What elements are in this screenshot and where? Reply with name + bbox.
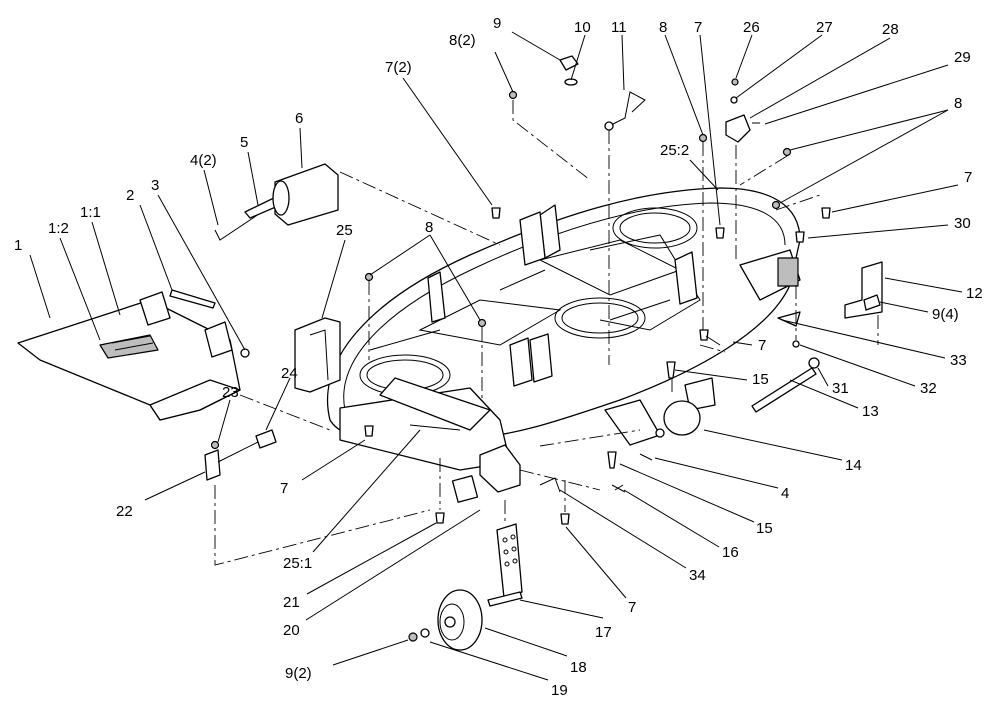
flange-nut-b [698,133,708,143]
deck-lift-rod [604,91,646,129]
callout-19: 19 [551,682,568,699]
callout-25: 25 [336,222,353,239]
caster-wheel-assembly [408,523,523,651]
front-hitch-bracket [479,444,561,493]
small-bolt [792,340,800,348]
callout-29: 29 [954,49,971,66]
flange-nut-c [782,147,792,157]
callout-30: 30 [954,215,971,232]
callout-16: 16 [722,544,739,561]
callout-13: 13 [862,403,879,420]
callout-33: 33 [950,352,967,369]
callout-4: 4 [781,485,789,502]
callout-15-lower: 15 [756,520,773,537]
callout-3: 3 [151,177,159,194]
callout-10: 10 [574,19,591,36]
hex-bolt-f [364,425,374,437]
hex-bolt-g [435,512,445,524]
flange-nut-a [508,90,518,100]
callout-2: 2 [126,187,134,204]
assembly-center-lines [214,100,879,566]
callout-8-2: 8(2) [449,32,476,49]
roller-shaft-assembly [214,163,339,241]
flange-nut-e [364,272,374,282]
callout-18: 18 [570,659,587,676]
hex-bolt-h [560,513,570,525]
callout-25-1: 25:1 [283,555,312,572]
callout-12: 12 [966,285,983,302]
carriage-bolt [666,361,676,379]
callout-5: 5 [240,134,248,151]
callout-14: 14 [845,457,862,474]
callout-21: 21 [283,594,300,611]
shield-nut [240,348,250,358]
shield-mount-bracket [204,429,277,481]
callout-20: 20 [283,622,300,639]
deck-mount-brackets [427,204,698,387]
callout-4-2: 4(2) [190,152,217,169]
hex-bolt-d [795,231,805,243]
anti-scalp-roller [604,377,716,446]
callout-7-mid-right: 7 [758,337,766,354]
callout-24: 24 [281,365,298,382]
callout-1-2: 1:2 [48,220,69,237]
right-mount-bracket [844,261,883,319]
callout-34: 34 [689,567,706,584]
discharge-shield [17,291,241,421]
callout-1: 1 [14,237,22,254]
callout-6: 6 [295,110,303,127]
callout-31: 31 [832,380,849,397]
callout-26: 26 [743,19,760,36]
top-nut [559,55,579,71]
front-baffle-assembly [339,377,511,503]
leader-lines [29,31,963,681]
small-washer [730,96,738,104]
callout-9-2: 9(2) [285,665,312,682]
callout-1-1: 1:1 [80,204,101,221]
callout-8-top: 8 [659,19,667,36]
callout-7-right: 7 [964,169,972,186]
callout-7-left: 7 [280,480,288,497]
callout-27: 27 [816,19,833,36]
callout-8-right: 8 [954,95,962,112]
callout-7-2: 7(2) [385,59,412,76]
hex-bolt-a [491,207,501,219]
deck-right-side-plate [739,249,801,301]
callout-28: 28 [882,21,899,38]
callout-23: 23 [222,384,239,401]
callout-15-upper: 15 [752,371,769,388]
elbow-fitting [725,114,751,143]
hex-bolt-b [715,227,725,239]
flange-nut-d [771,200,781,210]
callout-9-4: 9(4) [932,306,959,323]
shield-hinge-rod [169,289,216,309]
callout-7-top: 7 [694,19,702,36]
cotter-pin [639,453,653,461]
flange-nut-f [477,318,487,328]
callout-22: 22 [116,503,133,520]
callout-7-bottom: 7 [628,599,636,616]
callout-8-mid: 8 [425,219,433,236]
hex-bolt-c [821,207,831,219]
callout-25-2: 25:2 [660,142,689,159]
hex-bolt-e [699,329,709,341]
callout-32: 32 [920,380,937,397]
carriage-bolt-2 [607,451,617,469]
callout-11: 11 [611,19,627,36]
callout-17: 17 [595,624,612,641]
lift-rod-loop [604,121,614,131]
deck-front-bracket [294,317,341,393]
hitch-pin [611,484,626,493]
callout-9: 9 [493,15,501,32]
small-nut [731,78,739,86]
callout-labels: 1 1:2 1:1 2 3 4(2) 5 6 7(2) 8(2) 9 10 11… [14,15,983,699]
